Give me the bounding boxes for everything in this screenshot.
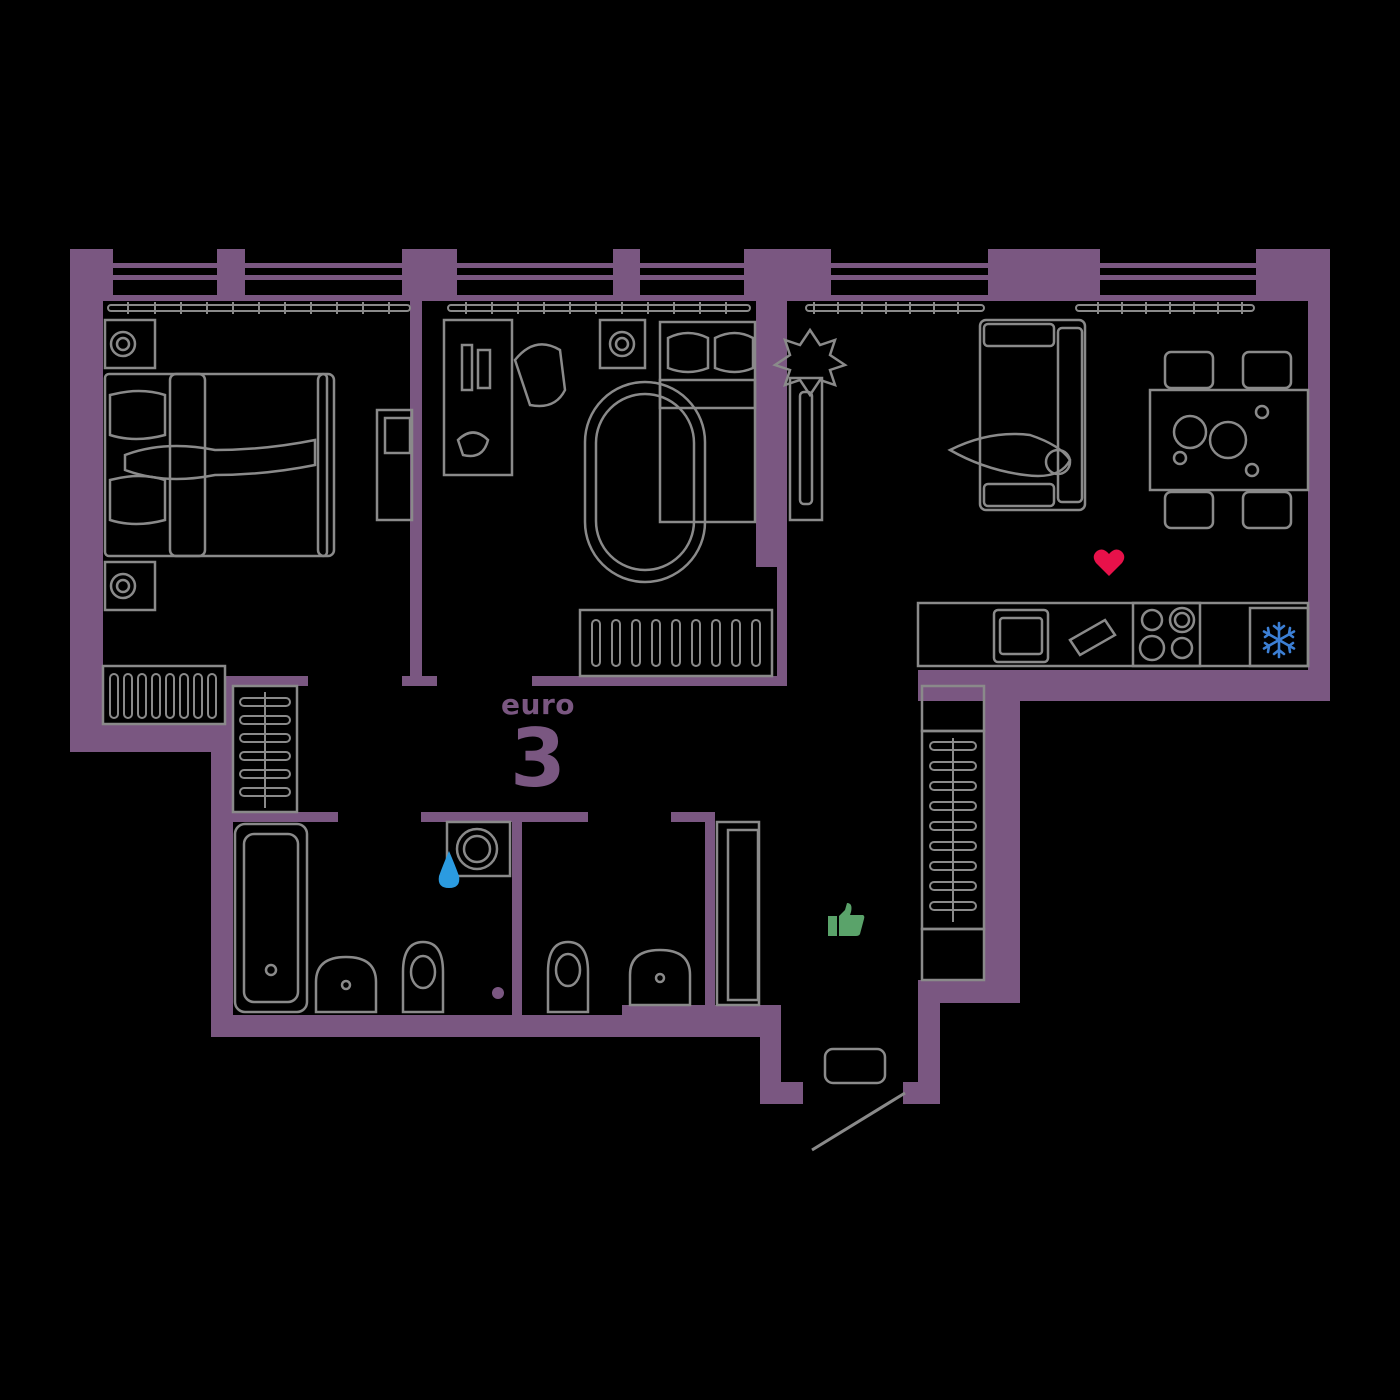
entrance bbox=[811, 1047, 906, 1152]
room-count-label: 3 bbox=[510, 712, 566, 805]
walls bbox=[70, 249, 1330, 1104]
apartment-type-label: euro bbox=[501, 688, 575, 721]
heart-icon bbox=[1093, 548, 1125, 578]
curtain-rods bbox=[107, 302, 1255, 314]
hall-closet bbox=[231, 684, 299, 814]
furniture bbox=[101, 302, 1310, 1152]
bedroom-2-furniture bbox=[442, 318, 774, 678]
apartment-label: euro 3 bbox=[478, 688, 598, 805]
living-kitchen-furniture bbox=[772, 318, 1310, 982]
thumbs-up-icon bbox=[827, 902, 865, 936]
snowflake-icon bbox=[1260, 621, 1298, 659]
water-drop-icon bbox=[437, 850, 461, 890]
bathroom-furniture bbox=[233, 820, 512, 1014]
bedroom-1-furniture bbox=[101, 318, 414, 726]
toilet-furniture bbox=[546, 820, 761, 1014]
